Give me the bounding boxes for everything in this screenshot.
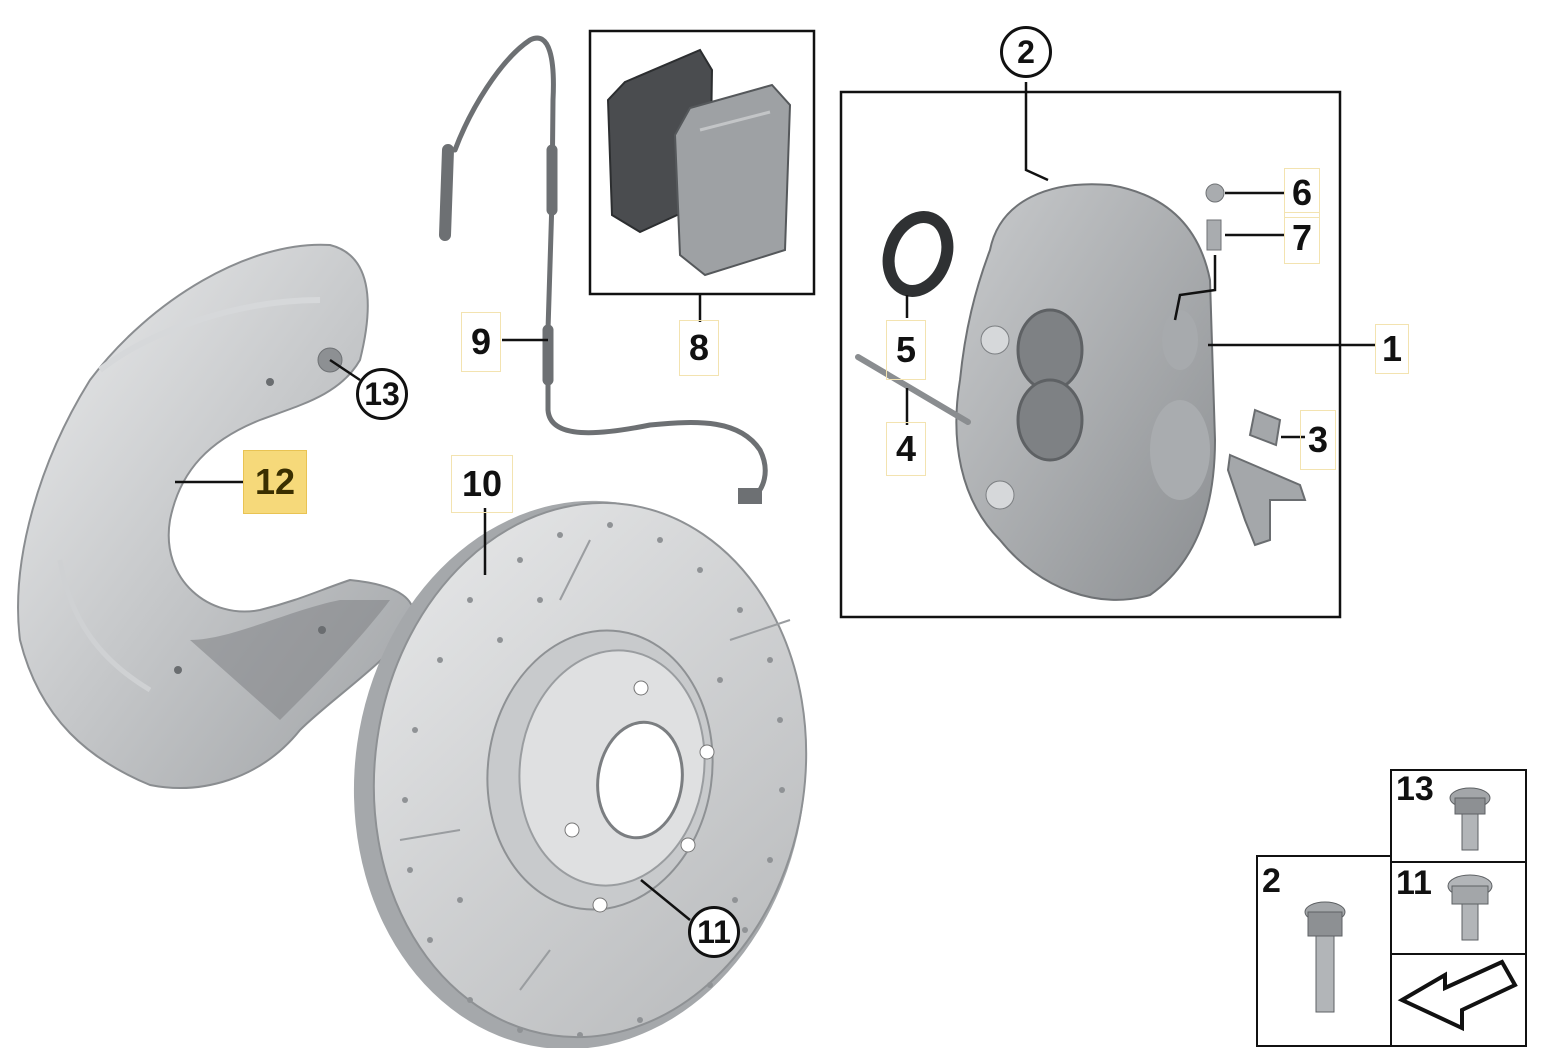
dust-shield-part: [17, 243, 415, 789]
brake-pad-frame: [588, 29, 816, 296]
callout-7[interactable]: 7: [1284, 212, 1320, 264]
legend-label-13[interactable]: 13: [1396, 770, 1434, 808]
callout-9[interactable]: 9: [461, 312, 501, 372]
next-arrow-icon: [1397, 959, 1518, 1032]
callout-3[interactable]: 3: [1300, 410, 1336, 470]
legend-label-11[interactable]: 11: [1396, 864, 1432, 902]
caliper-part: [955, 183, 1217, 601]
brake-pads-part: [606, 48, 792, 277]
fastener-table: [1256, 769, 1527, 1047]
callout-1[interactable]: 1: [1375, 324, 1409, 374]
bolt-11-icon: [1447, 874, 1493, 941]
callout-5[interactable]: 5: [886, 320, 926, 380]
callout-13[interactable]: 13: [356, 368, 408, 420]
callout-8[interactable]: 8: [679, 320, 719, 376]
callout-2[interactable]: 2: [1000, 26, 1052, 78]
legend-label-2[interactable]: 2: [1262, 862, 1281, 900]
spring-clip-part: [1226, 453, 1307, 547]
wear-sensor-part: [439, 35, 768, 504]
caliper-group-frame: [839, 90, 1342, 619]
callout-12[interactable]: 12: [243, 450, 307, 514]
callout-4[interactable]: 4: [886, 422, 926, 476]
callout-11[interactable]: 11: [688, 906, 740, 958]
seal-ring-part: [882, 211, 954, 297]
bolt-13-icon: [1449, 787, 1491, 851]
bolt-2-icon: [1304, 901, 1346, 1013]
brake-disc-part: [353, 500, 808, 1048]
callout-10[interactable]: 10: [451, 455, 513, 513]
leader-lines: [175, 82, 1375, 921]
guide-pin-part: [855, 354, 971, 425]
callout-6[interactable]: 6: [1284, 168, 1320, 218]
bleeder-screw-part: [1205, 183, 1225, 251]
